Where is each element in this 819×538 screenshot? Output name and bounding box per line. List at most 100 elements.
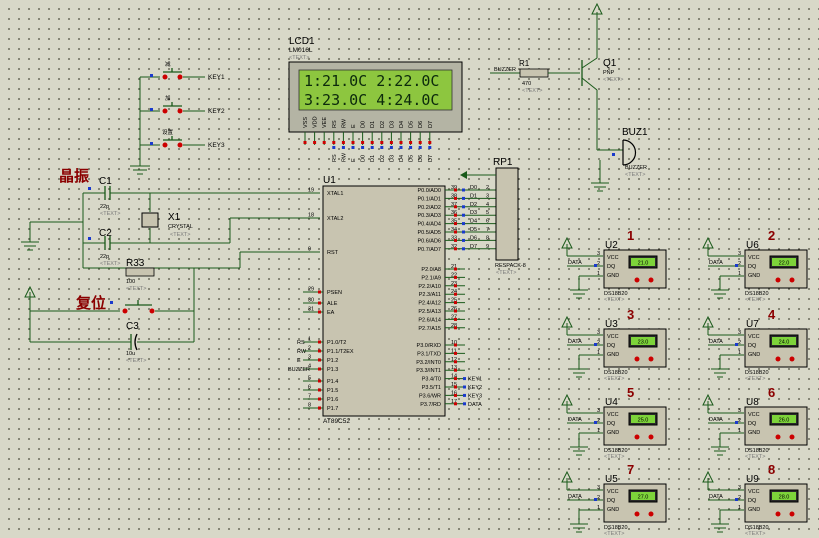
sensor-text-tag: <TEXT> [604, 297, 624, 303]
key2-net: KEY2 [208, 108, 225, 115]
mcu-pin-num-21: 21 [451, 264, 457, 270]
sensor-ref: U4 [605, 397, 618, 408]
buzzer-symbol[interactable] [622, 139, 637, 166]
sensor-vcc-label: VCC [748, 255, 760, 261]
sensor-pin-3: 3 [738, 408, 741, 414]
key1-switch[interactable]: 减 KEY1 [162, 60, 226, 81]
mcu-pin-num-6: 6 [308, 385, 311, 391]
lcd-pin-e: E [351, 124, 357, 128]
mcu-pin-ale: ALE [327, 301, 338, 307]
mcu-pin-p0-2-ad2: P0.2/AD2 [417, 205, 441, 211]
sensor-pin-2: 2 [597, 495, 600, 501]
mcu-pin-num-7: 7 [308, 394, 311, 400]
mcu-pin-p1-1-t2ex: P1.1/T2EX [327, 349, 354, 355]
mcu-pin-num-32: 32 [451, 244, 457, 250]
sensor-dq-label: DQ [607, 343, 616, 349]
mcu-pin-p0-6-ad6: P0.6/AD6 [417, 238, 441, 244]
mcu-pin-num-19: 19 [308, 188, 314, 194]
mcu-pin-num-31: 31 [308, 307, 314, 313]
x1-crystal[interactable] [141, 212, 159, 228]
sensor-text-tag: <TEXT> [745, 297, 765, 303]
sensor-text-tag: <TEXT> [604, 376, 624, 382]
c2-value: 22p [100, 254, 109, 260]
mcu-pin-rst: RST [327, 250, 339, 256]
mcu-pin-num-1: 1 [308, 337, 311, 343]
mcu-pin-p3-4-t0: P3.4/T0 [422, 377, 441, 383]
sensor-pin-3: 3 [597, 251, 600, 257]
c1-value: 22p [100, 204, 109, 210]
sensor-pin-2: 2 [738, 261, 741, 267]
sensor-data-net: DATA [709, 260, 723, 266]
sensor-dq-label: DQ [748, 421, 757, 427]
crystal-circuit: 晶振 C1 22p <TEXT> C2 22p <TEXT> X1 CRYSTA… [21, 167, 320, 268]
sensor-text-tag: <TEXT> [604, 454, 624, 460]
lcd-pin-d4: D4 [399, 121, 405, 128]
sensor-gnd-label: GND [748, 507, 760, 513]
lcd-ref: LCD1 [289, 36, 315, 47]
rp1-pin-3: 3 [486, 193, 489, 199]
lcd-pin-rw: RW [341, 118, 347, 128]
sensor-grid: DATA321U21VCCDQGND21.0DS18B20<TEXT>DATA3… [561, 228, 808, 537]
mcu-pin-p0-0-ad0: P0.0/AD0 [417, 188, 441, 194]
mcu-pin-num-15: 15 [451, 382, 457, 388]
mcu-pin-num-11: 11 [451, 348, 457, 354]
sensor-ref: U7 [746, 319, 759, 330]
r33-ref: R33 [126, 258, 145, 269]
sensor-temp-display: 22.0 [779, 261, 790, 267]
mcu-pin-p0-1-ad1: P0.1/AD1 [417, 196, 441, 202]
sensor-pin-2: 2 [597, 418, 600, 424]
sensor-pin-3: 3 [597, 408, 600, 414]
buz1-ref: BUZ1 [622, 127, 648, 138]
lcd-net-d0: D0 [361, 155, 367, 162]
sensor-model: DS18B20 [604, 370, 628, 376]
mcu-pin-num-23: 23 [451, 281, 457, 287]
reset-switch[interactable] [122, 300, 155, 314]
mcu-pin-num-16: 16 [451, 390, 457, 396]
sensor-text-tag: <TEXT> [745, 376, 765, 382]
sensor-data-net: DATA [568, 494, 582, 500]
r1-resistor[interactable] [519, 68, 549, 78]
mcu-pin-p3-2-int0: P3.2/INT0 [416, 360, 441, 366]
sensor-temp-display: 28.0 [779, 495, 790, 501]
r33-resistor[interactable] [125, 267, 155, 277]
mcu-net-rw: RW [297, 349, 307, 355]
q1-ref: Q1 [603, 58, 617, 69]
key1-net: KEY1 [208, 74, 225, 81]
sensor-dq-label: DQ [607, 264, 616, 270]
mcu-pin-num-4: 4 [308, 364, 311, 370]
key3-switch[interactable]: 设置 KEY3 [162, 128, 225, 149]
key2-switch[interactable]: 加 KEY2 [162, 94, 226, 115]
rp1-pin-4: 4 [486, 202, 489, 208]
c2-ref: C2 [99, 228, 112, 239]
sensor-data-net: DATA [709, 417, 723, 423]
mcu-pin-num-3: 3 [308, 355, 311, 361]
mcu-pin-num-25: 25 [451, 298, 457, 304]
mcu-pin-p2-7-a15: P2.7/A15 [418, 326, 441, 332]
mcu-net-e: E [297, 358, 301, 364]
mcu-pin-num-17: 17 [451, 399, 457, 405]
sensor-vcc-label: VCC [748, 334, 760, 340]
mcu-pin-p0-7-ad7: P0.7/AD7 [417, 247, 441, 253]
sensor-pin-3: 3 [597, 485, 600, 491]
sensor-ref: U2 [605, 240, 618, 251]
mcu-ref: U1 [323, 175, 336, 186]
sensor-data-net: DATA [709, 339, 723, 345]
sensor-vcc-label: VCC [607, 255, 619, 261]
x1-ref: X1 [168, 212, 181, 223]
lcd-pin-vdd: VDD [313, 116, 319, 128]
mcu-pin-num-10: 10 [451, 340, 457, 346]
mcu-pin-num-30: 30 [308, 298, 314, 304]
c1-text-tag: <TEXT> [100, 211, 120, 217]
sensor-vcc-label: VCC [748, 489, 760, 495]
sensor-gnd-label: GND [607, 430, 619, 436]
